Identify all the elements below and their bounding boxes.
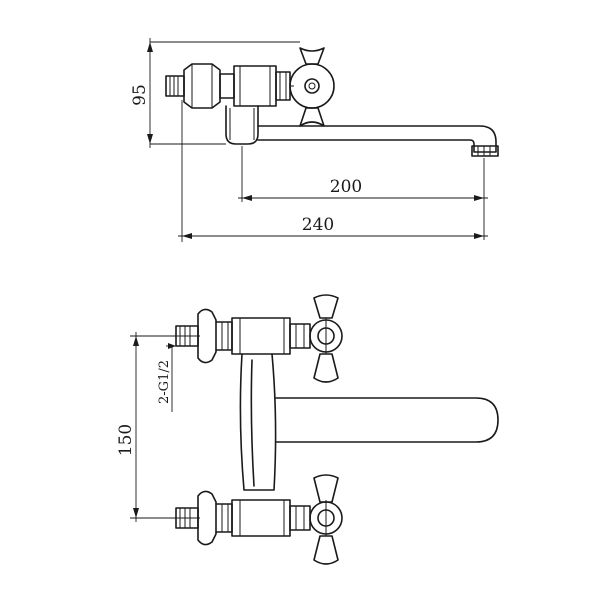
front-upper-cross-handle bbox=[309, 294, 343, 383]
front-upper-body bbox=[231, 317, 311, 355]
dimension-label-150: 150 bbox=[116, 424, 136, 456]
front-lower-body bbox=[231, 499, 311, 537]
dimension-label-200: 200 bbox=[330, 177, 362, 197]
front-central-body bbox=[239, 353, 277, 491]
thread-callout: 2-G1/2 bbox=[157, 343, 180, 412]
dimension-label-95: 95 bbox=[130, 84, 150, 106]
dimension-label-240: 240 bbox=[302, 215, 334, 235]
dimension-95: 95 bbox=[130, 38, 300, 148]
thread-label: 2-G1/2 bbox=[157, 360, 172, 404]
top-cross-handle bbox=[289, 47, 335, 127]
top-view: 95 200 240 bbox=[130, 38, 499, 242]
dimension-150: 150 bbox=[116, 332, 200, 522]
dimension-240: 240 bbox=[178, 100, 488, 242]
front-lower-cross-handle bbox=[309, 474, 343, 565]
front-spout bbox=[275, 397, 499, 443]
front-view: 150 2-G1/2 bbox=[116, 294, 499, 565]
top-faucet-body bbox=[165, 63, 291, 145]
dimension-200: 200 bbox=[238, 146, 488, 240]
top-spout bbox=[257, 125, 499, 157]
